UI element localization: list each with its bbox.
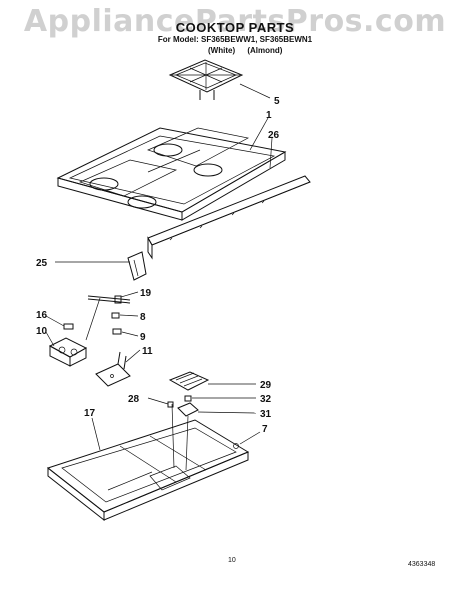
document-number: 4363348 — [408, 561, 435, 568]
part-valve-group — [48, 295, 131, 367]
callout-26: 26 — [268, 130, 280, 141]
callout-17: 17 — [84, 408, 96, 419]
color-variants: (White) (Almond) — [208, 46, 318, 55]
watermark: AppliancePartsPros.com — [23, 4, 447, 39]
callout-8: 8 — [140, 312, 146, 323]
callout-25: 25 — [36, 258, 48, 269]
part-front-trim — [147, 175, 311, 260]
part-grate — [168, 59, 244, 100]
part-cooktop — [56, 127, 287, 221]
part-bracket — [95, 351, 131, 387]
callout-5: 5 — [274, 96, 280, 107]
callout-1: 1 — [266, 110, 272, 121]
callout-29: 29 — [260, 380, 272, 391]
page-number: 10 — [228, 557, 236, 564]
callout-labels: 5 1 26 25 19 16 8 10 9 11 29 28 32 31 17… — [36, 96, 280, 435]
callout-9: 9 — [140, 332, 146, 343]
color-almond: (Almond) — [247, 46, 283, 55]
callout-10: 10 — [36, 326, 48, 337]
part-end-cap — [127, 251, 147, 281]
callout-16: 16 — [36, 310, 48, 321]
callout-28: 28 — [128, 394, 140, 405]
part-regulator-group — [167, 371, 210, 471]
callout-19: 19 — [140, 288, 152, 299]
callout-11: 11 — [142, 346, 153, 357]
part-burner-box — [46, 419, 250, 522]
callout-31: 31 — [260, 409, 272, 420]
callout-32: 32 — [260, 394, 272, 405]
callout-7: 7 — [262, 424, 268, 435]
model-line: For Model: SF365BEWW1, SF365BEWN1 — [157, 35, 313, 44]
color-white: (White) — [208, 46, 236, 55]
page-title: COOKTOP PARTS — [175, 20, 295, 35]
leader-lines — [45, 83, 273, 451]
